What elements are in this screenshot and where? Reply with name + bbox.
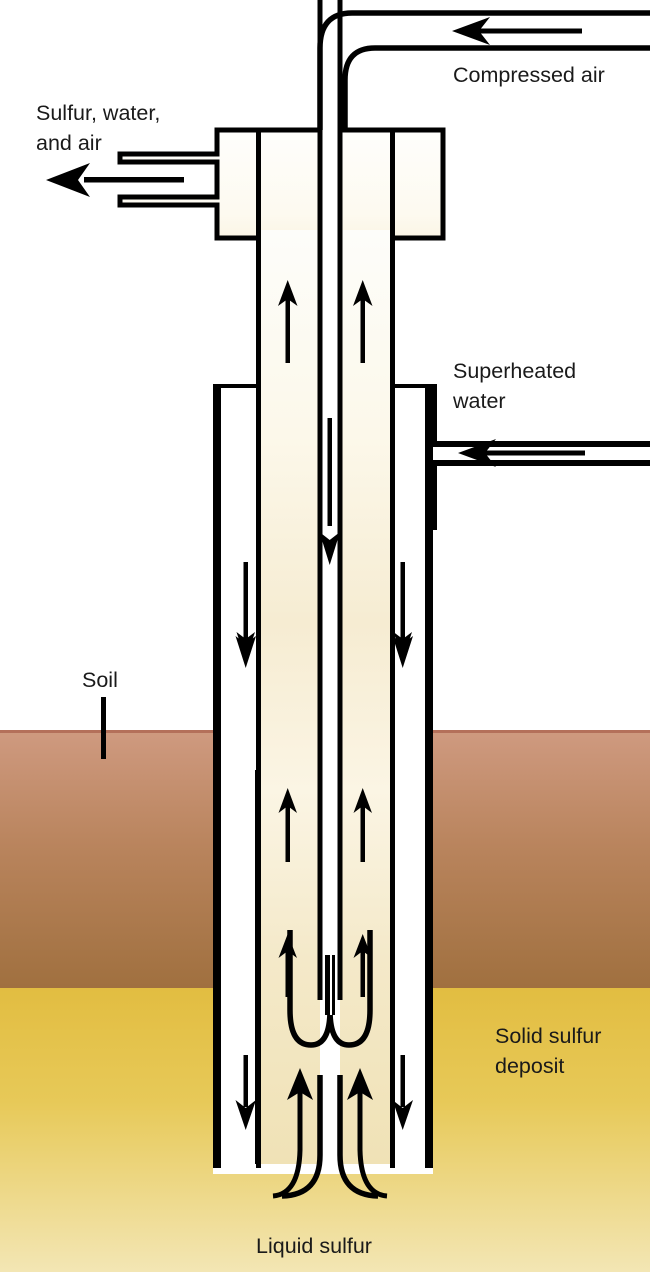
arrow-up-right-soil	[353, 788, 372, 862]
arrow-up-left-lower	[278, 934, 297, 997]
arrow-sulfur-water-air-outlet	[46, 163, 184, 197]
casing-wall-left-thin-top	[213, 384, 217, 534]
bottom-u-bends	[287, 930, 373, 1048]
label-solid-sulfur-line1: Solid sulfur	[495, 1024, 601, 1048]
compressed-air-pipe	[317, 10, 650, 130]
arrow-down-right-annulus-lower	[392, 1055, 413, 1130]
arrow-down-left-annulus-lower	[235, 1055, 256, 1130]
arrow-liquid-sulfur-left	[272, 1068, 313, 1199]
casing-wall-right-thin-top	[429, 384, 433, 534]
casing-collar-right	[392, 384, 433, 420]
arrow-compressed-air-inlet	[452, 17, 582, 45]
casing-wall-left-thick	[213, 530, 221, 1168]
label-liquid-sulfur: Liquid sulfur	[256, 1234, 372, 1258]
air-pipe-right-wall	[337, 0, 343, 1000]
diagram-labels: Compressed air Sulfur, water, and air Su…	[36, 63, 605, 1258]
soil-leader-line	[101, 697, 106, 759]
production-pipe-left-outer-wall	[256, 130, 261, 1168]
u-bend-center-stub-left	[325, 955, 330, 1015]
arrow-up-right-lower	[353, 934, 372, 997]
air-pipe-inner-elbow	[342, 45, 650, 130]
arrow-down-center-air	[319, 418, 340, 565]
air-pipe-left-wall	[317, 0, 323, 1000]
prod-pipe-left-bottom-curve	[281, 1075, 323, 1199]
production-pipe	[256, 130, 395, 1168]
arrow-up-left-soil	[278, 788, 297, 862]
label-compressed-air: Compressed air	[453, 63, 605, 87]
pipe-bottom-ends	[281, 1075, 379, 1199]
u-bend-gap	[330, 955, 332, 1015]
production-pipe-right-column	[340, 230, 392, 1164]
label-sulfur-water-air-line2: and air	[36, 131, 102, 155]
water-inlet-lower-wall	[429, 460, 650, 530]
arrow-up-right-upper	[353, 280, 373, 363]
u-bend-center-stub-right	[330, 955, 335, 1015]
label-superheated-water-line1: Superheated	[453, 359, 576, 383]
label-sulfur-water-air-line1: Sulfur, water,	[36, 101, 160, 125]
arrow-down-right-ground	[393, 612, 412, 660]
production-pipe-right-outer-wall	[390, 130, 395, 1168]
arrow-superheated-water-inlet	[458, 439, 585, 467]
u-bend-right	[327, 930, 373, 1048]
arrow-liquid-sulfur-right	[347, 1068, 388, 1199]
prod-pipe-right-bottom-curve	[337, 1075, 379, 1199]
prod-pipe-inner-wall-right	[390, 770, 395, 1164]
air-pipe-outer-elbow	[317, 10, 650, 130]
prod-pipe-inner-wall-left	[255, 770, 260, 1164]
production-pipe-inner-walls	[255, 770, 395, 1164]
central-air-pipe	[317, 0, 343, 1000]
casing-collar-left	[213, 384, 258, 420]
label-solid-sulfur-line2: deposit	[495, 1054, 564, 1078]
label-soil: Soil	[82, 668, 118, 692]
arrow-down-left-ground	[236, 612, 255, 660]
label-superheated-water-line2: water	[452, 389, 506, 413]
flow-arrows	[46, 17, 585, 1199]
casing-wall-right-thick	[425, 530, 433, 1168]
arrow-up-left-upper	[278, 280, 298, 363]
